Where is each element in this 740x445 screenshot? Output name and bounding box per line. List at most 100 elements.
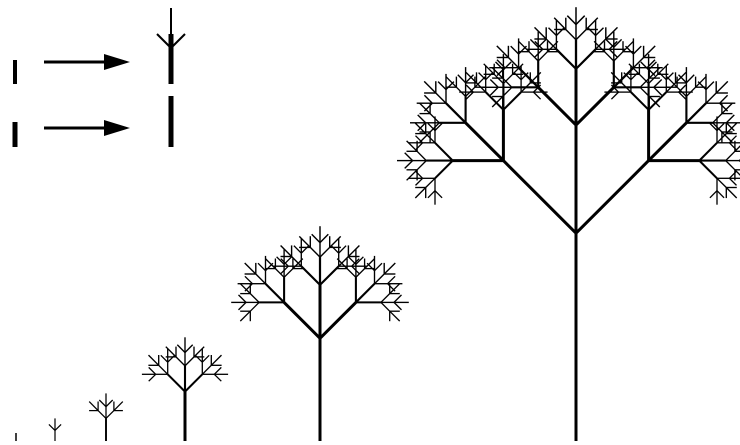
tree-branch	[239, 302, 247, 310]
tree-branch	[394, 295, 402, 303]
rewrite-rules	[15, 8, 185, 147]
tree-branch	[99, 400, 106, 407]
tree-branch	[202, 365, 211, 374]
tree-branch	[435, 161, 453, 179]
tree-branch	[424, 95, 432, 103]
tree-branch	[394, 302, 402, 310]
tree-branch	[538, 87, 576, 125]
tree-branch	[168, 374, 185, 391]
tree-branch	[535, 27, 547, 39]
tree-branch	[716, 81, 728, 93]
tree-branch	[706, 82, 714, 90]
tree-branch	[611, 92, 618, 99]
tree-branch	[98, 411, 106, 419]
tree-branch	[89, 402, 98, 411]
tree-branch	[576, 87, 614, 125]
tree-branch	[720, 95, 728, 103]
tree-branch	[320, 266, 339, 285]
tree-branch	[438, 82, 446, 90]
tree-branch	[106, 400, 113, 407]
tree-branch	[426, 178, 435, 187]
tree-branch	[649, 97, 660, 108]
tree-branch	[576, 16, 585, 25]
tree-branch	[417, 161, 426, 170]
tree-branch	[388, 276, 396, 283]
tree-branch	[177, 345, 185, 353]
tree-branch	[644, 46, 656, 58]
rule-1-arrow-head	[104, 54, 130, 70]
tree-branch	[284, 257, 292, 265]
tree-branch	[284, 302, 320, 338]
tree-branch	[576, 161, 649, 234]
tree-branch	[356, 269, 365, 278]
tree-branch	[576, 49, 596, 69]
tree-branch	[503, 161, 576, 234]
tree-branch	[492, 97, 503, 108]
rule-2	[15, 96, 171, 147]
tree-branch	[381, 302, 390, 311]
tree-branch	[381, 294, 390, 303]
tree-generation-4	[231, 226, 409, 441]
tree-branch	[566, 30, 576, 40]
tree-branch	[320, 247, 330, 257]
tree-branch	[250, 294, 259, 303]
tree-branch	[320, 234, 328, 242]
tree-branch	[606, 27, 618, 39]
tree-generation-5	[397, 7, 740, 441]
tree-branch	[649, 92, 667, 110]
tree-branch	[417, 151, 426, 160]
tree-branch	[446, 77, 456, 88]
tree-branch	[726, 151, 735, 160]
tree-branch	[699, 143, 717, 161]
tree-branch	[159, 365, 168, 374]
tree-branch	[503, 62, 511, 70]
tree-branch	[390, 284, 400, 294]
tree-generation-1	[49, 418, 61, 441]
tree-branch	[497, 46, 509, 58]
tree-branch	[149, 355, 159, 365]
rule-1	[15, 8, 185, 84]
tree-branch	[320, 302, 356, 338]
tree-branch	[239, 295, 247, 303]
tree-branch	[245, 263, 256, 274]
tree-branch	[185, 345, 193, 353]
tree-branch	[726, 188, 736, 199]
tree-branch	[256, 274, 266, 284]
tree-branch	[348, 246, 359, 257]
tree-generation-2	[89, 393, 123, 441]
tree-branch	[556, 49, 576, 69]
tree-branch	[435, 143, 453, 161]
tree-branch	[435, 191, 442, 198]
tree-branch	[375, 263, 383, 271]
tree-branch	[717, 178, 726, 187]
tree-branch	[486, 92, 504, 110]
tree-branch	[258, 263, 266, 271]
tree-branch	[706, 93, 716, 103]
tree-branch	[384, 263, 395, 274]
tree-branch	[614, 52, 623, 61]
tree-branch	[415, 188, 425, 199]
tree-branch	[301, 266, 320, 285]
tree-branch	[606, 39, 614, 47]
tree-branch	[490, 87, 498, 95]
tree-branch	[176, 357, 185, 366]
tree-branch	[405, 153, 413, 161]
tree-branch	[519, 41, 529, 51]
tree-branch	[265, 259, 275, 269]
tree-branch	[214, 374, 221, 381]
tree-branch	[686, 103, 706, 123]
tree-branch	[49, 424, 55, 430]
tree-branch	[722, 103, 733, 114]
tree-branch	[310, 247, 320, 257]
tree-branch	[390, 311, 400, 321]
tree-branch	[275, 269, 284, 278]
tree-branch	[576, 30, 586, 40]
tree-branch	[717, 123, 724, 130]
tree-branch	[185, 374, 202, 391]
tree-branch	[631, 92, 649, 110]
tree-branch	[633, 46, 641, 54]
tree-branch	[466, 85, 473, 92]
tree-branch	[356, 284, 375, 303]
tree-branch	[245, 276, 253, 283]
